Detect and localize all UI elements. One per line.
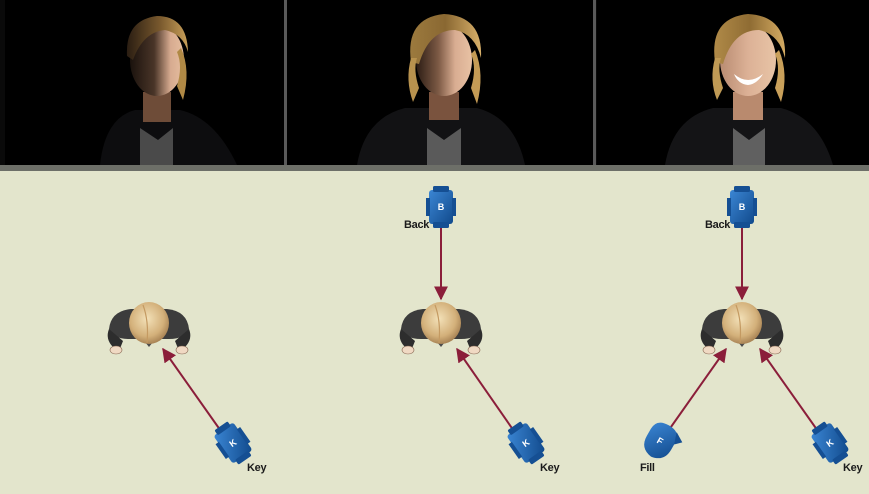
fill-light-label: Fill [640, 462, 655, 474]
key-light-icon: K [501, 417, 551, 469]
lighting-diagrams: K Key B Back K Key [107, 186, 864, 474]
back-light-label: Back [705, 219, 731, 231]
photo-key-and-back-light [287, 0, 593, 165]
lighting-diagram-panel: K Key B Back K Key [0, 171, 869, 494]
key-light-arrow [759, 347, 821, 435]
photo-key-back-fill-light [597, 0, 869, 165]
photo-divider [593, 0, 596, 165]
fill-light-icon: F [644, 422, 683, 459]
svg-text:B: B [438, 202, 445, 212]
key-light-icon: K [805, 417, 855, 469]
photo-divider [284, 0, 287, 165]
portrait-image [5, 0, 284, 165]
portrait-image [287, 0, 593, 165]
photo-key-light-only [5, 0, 284, 165]
key-light-label: Key [247, 462, 267, 474]
subject-top-view [107, 301, 191, 355]
key-light-label: Key [843, 462, 863, 474]
diagram-key-and-back: B Back K Key [399, 186, 561, 474]
svg-text:B: B [739, 202, 746, 212]
subject-top-view [399, 301, 483, 355]
subject-top-view [700, 301, 784, 355]
diagram-key-back-fill: B Back K Key F Fill [640, 186, 864, 474]
portrait-image [597, 0, 869, 165]
back-light-icon: B [727, 186, 757, 228]
key-light-arrow [162, 347, 224, 435]
svg-text:F: F [655, 435, 665, 447]
back-light-label: Back [404, 219, 430, 231]
divider-band [0, 165, 869, 171]
key-light-icon: K [208, 417, 258, 469]
back-light-icon: B [426, 186, 456, 228]
svg-text:K: K [824, 437, 835, 449]
key-light-label: Key [540, 462, 560, 474]
diagram-key-only: K Key [107, 301, 268, 474]
fill-light-arrow [665, 347, 727, 435]
svg-text:K: K [520, 437, 531, 449]
photo-strip [0, 0, 869, 168]
svg-text:K: K [227, 437, 238, 449]
key-light-arrow [456, 347, 517, 435]
